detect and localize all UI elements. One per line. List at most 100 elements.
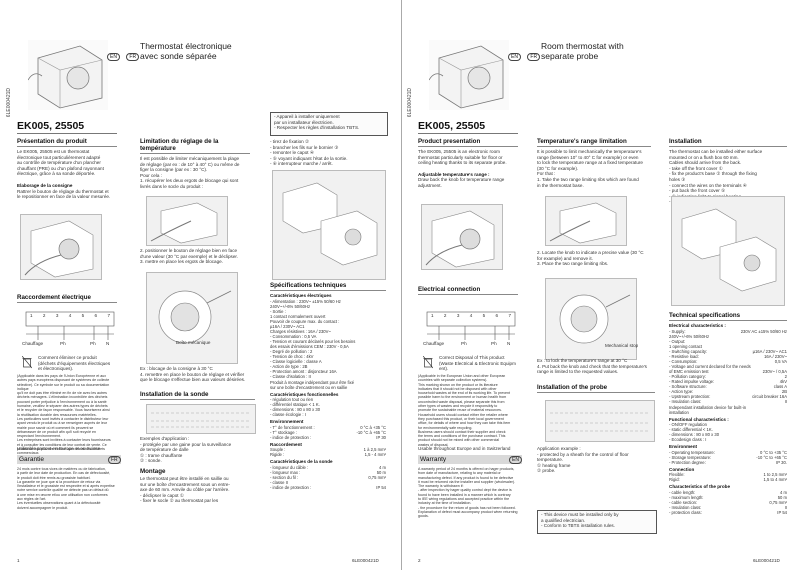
section-specs: Spécifications techniques Caractéristiqu…: [270, 282, 386, 490]
section-heading: Temperature's range limitation: [537, 138, 651, 147]
spec-row: - Consumption:0,5 VA: [669, 359, 787, 364]
spec-key: - indice de protection :: [270, 484, 312, 490]
spec-value: 50 m: [777, 494, 787, 500]
spec-value: 4kV: [779, 378, 787, 384]
warranty-label: Garantie: [19, 456, 44, 463]
spec-key: - Rated impulse voltage:: [669, 378, 715, 384]
spec-row: - Action type:2B: [669, 389, 787, 394]
spec-value: IP 54: [777, 509, 787, 515]
spec-row: - cable section:0,75 mm²: [669, 500, 787, 505]
spec-value: 0,5 VA: [774, 358, 787, 364]
section-body: Le EK005, 25505 est un thermostat électr…: [17, 149, 104, 177]
spec-value: 2B: [781, 388, 787, 394]
montage-heading: Montage: [140, 468, 166, 475]
spec-value: 230V~ / 0,5A: [762, 368, 787, 374]
spec-subheading: Environment: [669, 444, 698, 450]
terminal-label: 2: [443, 313, 447, 318]
section-installation: Installation The thermostat can be insta…: [669, 138, 787, 205]
spec-key: - T° stockage :: [270, 429, 297, 435]
spec-body: - Alimentation : 230V~ ±15% 50/60 Hz 240…: [270, 298, 356, 379]
spec-key: - Insulation class:: [669, 398, 702, 404]
page-number: 1: [17, 558, 20, 563]
wire-label-n: N: [507, 341, 511, 346]
spec-key: - Upstream protection:: [669, 393, 711, 399]
spec-row: - classe II: [270, 480, 386, 485]
terminal-numbers: 1 2 3 4 5 6 7: [431, 313, 511, 319]
section-heading: Installation of the probe: [537, 384, 655, 393]
spec-value: µ16A / 230V~ AC1: [752, 348, 787, 354]
spec-key: 240V~+/-6% 50/60Hz: [669, 333, 710, 339]
spec-key: - Switching capacity:: [669, 348, 708, 354]
spec-subheading: Characteristics of the probe: [669, 484, 731, 490]
page-number: 2: [418, 558, 421, 563]
spec-key: Rigid:: [669, 477, 680, 483]
terminal-label: 7: [107, 313, 110, 318]
spec-value: 1 à 2,5 mm²: [363, 447, 386, 453]
terminal-label: 3: [456, 313, 460, 318]
spec-row: - Supply:230V AC ±15% 50/60 Hz: [669, 329, 787, 334]
install-illustration: [671, 196, 785, 306]
lang-badge-fr[interactable]: FR: [126, 53, 140, 61]
spec-row: - Voltage and current declared for the n…: [669, 364, 787, 369]
install-illustration: [272, 170, 386, 280]
spec-value: 4 m: [379, 464, 386, 470]
spec-value: II: [784, 398, 787, 404]
warranty-body: 24 mois contre tous vices de matières ou…: [17, 467, 115, 510]
spec-list: - Supply:230V AC ±15% 50/60 Hz 240V~+/-6…: [669, 329, 787, 404]
page-divider: [401, 0, 402, 570]
wiring-diagram: 1 2 3 4 5 6 7 Chauffage Ph Ph N: [20, 310, 120, 350]
terminal-label: 6: [94, 313, 98, 318]
spec-key: - Voltage and current declared for the n…: [669, 363, 751, 369]
recycle-body: (Applicable dans les pays de l'Union Eur…: [17, 374, 111, 456]
spec-row: - Resistive load:16A / 230V~: [669, 354, 787, 359]
recycle-icon: [21, 355, 33, 369]
wire-label-heating: Chauffage: [423, 341, 445, 346]
terminal-label: 5: [482, 313, 486, 318]
spec-row: Rigide :1,5 - 4 mm²: [270, 452, 386, 457]
section-presentation: Présentation du produit Le EK005, 25505 …: [17, 138, 117, 200]
terminal-label: 2: [42, 313, 46, 318]
base-illustration: [146, 196, 228, 246]
spec-value: 0,75 mm²: [769, 499, 787, 505]
caution-box: - This device must be installed only by …: [537, 510, 657, 534]
spec-key: Souple :: [270, 447, 286, 453]
warranty-lang-badge: FR: [108, 456, 121, 464]
spec-value: 0 °C to +35 °C: [760, 449, 787, 455]
spec-note: Independant installation device for buil…: [669, 404, 747, 415]
spec-value: IP 30.: [776, 459, 787, 465]
warranty-lang-badge: EN: [509, 456, 522, 464]
spec-row: - Switching capacity: µ16A / 230V~ AC1: [669, 349, 787, 354]
spec-key: - longueur du câble :: [270, 464, 309, 470]
spec-value: 0,75 mm²: [368, 474, 386, 480]
limitation-example: Ex : blocage de la consigne à 30 °C 4. r…: [140, 366, 246, 383]
caution-line: - Conform to TBTS installation rules.: [541, 523, 615, 529]
spec-key: - cable length:: [669, 489, 696, 495]
recycle-title: Correct Disposal of This product (Waste …: [439, 355, 516, 372]
spec-value: 4 m: [780, 489, 787, 495]
mechanical-stop-label: Mechanical stop: [605, 343, 639, 348]
caution-box: - Appareil à installer uniquement par un…: [270, 112, 388, 136]
lang-badge-en[interactable]: EN: [508, 53, 521, 61]
base-illustration: [545, 196, 627, 246]
spec-subheading: Caractéristiques de la sonde: [270, 459, 333, 465]
lang-badges: EN FR: [508, 45, 541, 63]
sub-body: Draw back the knob for temperature range…: [418, 177, 505, 188]
section-body: The EK005, 25505 is an electronic room t…: [418, 149, 507, 166]
spec-value: 50 m: [376, 469, 386, 475]
spec-row: - maximum length:50 m: [669, 495, 787, 500]
product-image: [27, 40, 108, 110]
lang-badge-en[interactable]: EN: [107, 53, 120, 61]
terminal-label: 7: [508, 313, 511, 318]
sub-heading: Adjustable temperature's range :: [418, 171, 490, 177]
spec-row: Rigid:1,5 to 4 mm²: [669, 477, 787, 482]
limitation-step2: 2. Locate the knob to indicate a precise…: [537, 250, 644, 267]
spec-row: Souple : 1 à 2,5 mm²: [270, 447, 386, 452]
section-heading: Limitation du réglage de la température: [140, 138, 250, 154]
spec-row: - indice de protection :IP 30: [270, 435, 386, 440]
spec-row: - Output:: [669, 339, 787, 344]
sub-body: Rattrer le bouton de réglage du thermost…: [17, 188, 111, 200]
section-heading: Installation de la sonde: [140, 391, 255, 400]
spec-row: - Insulation class: II: [669, 399, 787, 404]
caution-line: a qualified electrician.: [541, 517, 586, 523]
lang-badge-fr[interactable]: FR: [527, 53, 541, 61]
